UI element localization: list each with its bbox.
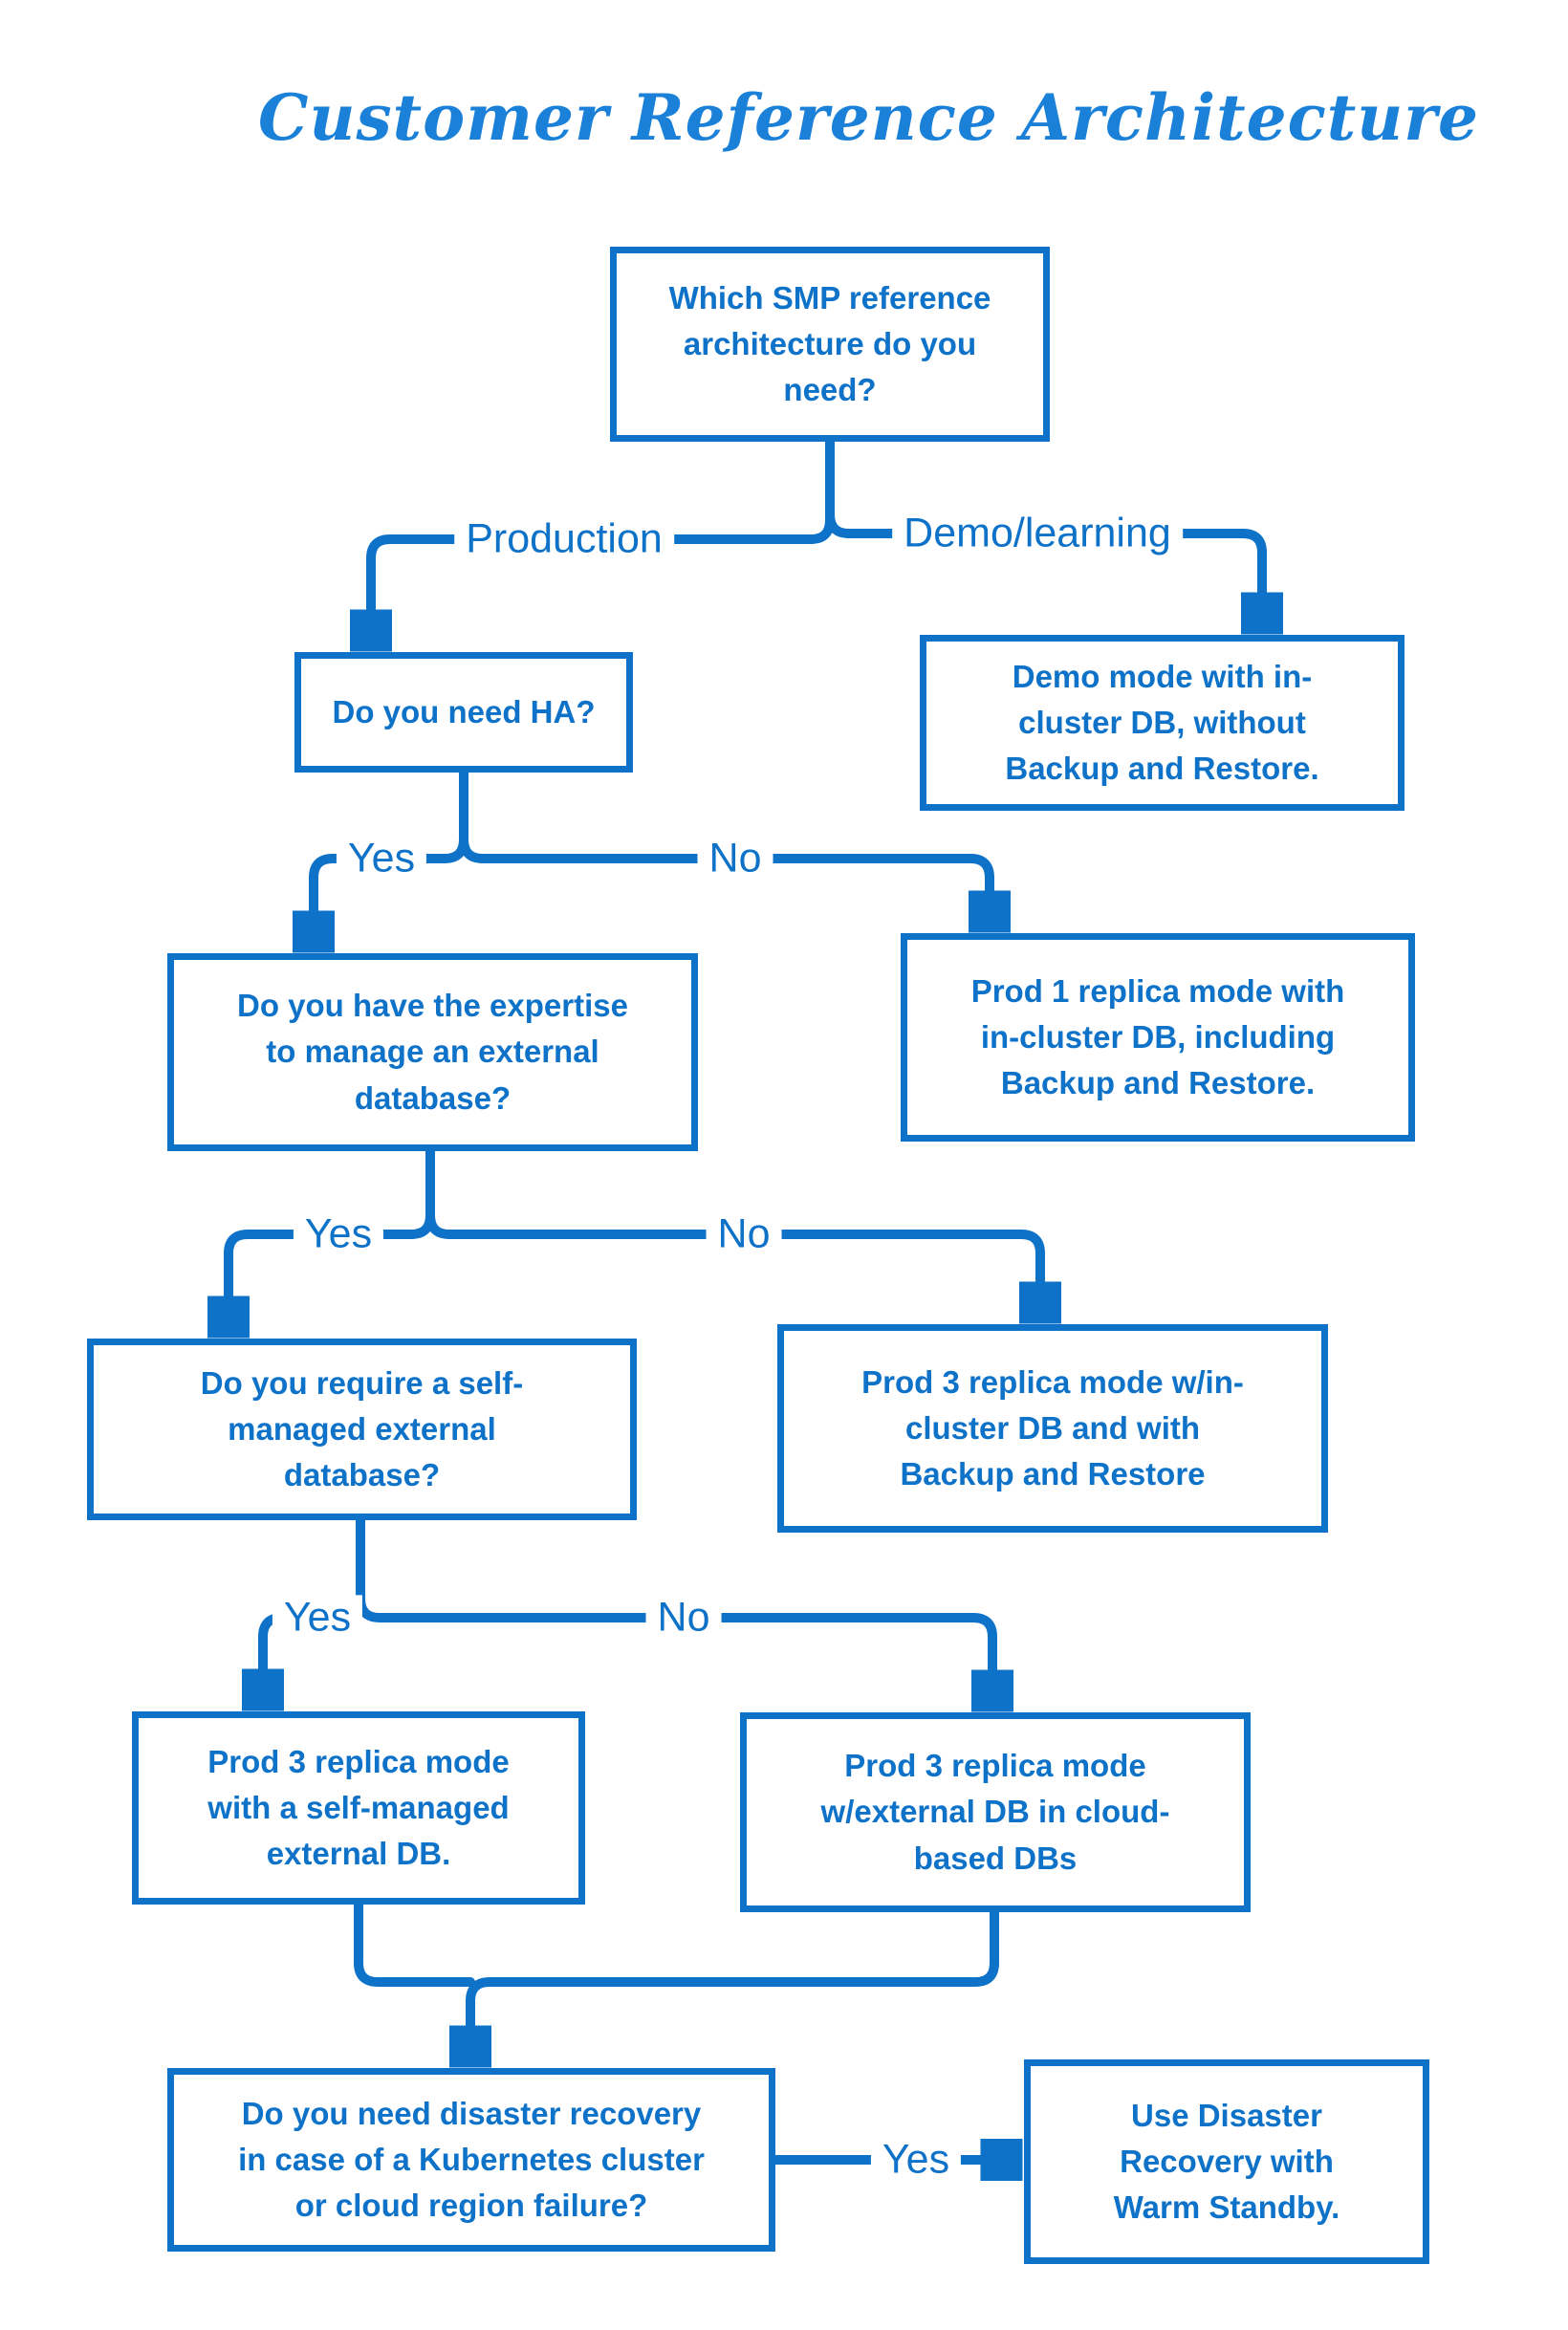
node-result-prod3-self-managed: Prod 3 replica mode with a self-managed … [132,1711,585,1905]
connector-merge-left [354,1900,475,1987]
edge-label-dr-yes: Yes [870,2137,962,2183]
node-result-demo-mode: Demo mode with in- cluster DB, without B… [920,635,1405,811]
edge-label-expertise-yes: Yes [293,1211,384,1257]
node-question-disaster-recovery: Do you need disaster recovery in case of… [167,2068,775,2252]
connector-merge-right [470,1907,999,2051]
edge-label-expertise-no: No [706,1211,782,1257]
node-question-expertise: Do you have the expertise to manage an e… [167,953,698,1151]
edge-label-ha-yes: Yes [336,836,427,882]
node-result-warm-standby: Use Disaster Recovery with Warm Standby. [1024,2059,1429,2264]
flowchart-title: Customer Reference Architecture [258,80,1480,155]
node-result-prod3-cloud: Prod 3 replica mode w/external DB in clo… [740,1712,1251,1912]
node-result-prod1-incluster: Prod 1 replica mode with in-cluster DB, … [901,933,1415,1142]
node-question-self-managed: Do you require a self- managed external … [87,1339,637,1520]
node-question-root: Which SMP reference architecture do you … [610,247,1050,442]
edge-label-ha-no: No [697,836,773,882]
edge-label-self-managed-no: No [645,1595,722,1641]
edge-label-production: Production [454,516,674,562]
edge-label-self-managed-yes: Yes [272,1595,363,1641]
edge-label-demo-learning: Demo/learning [892,511,1183,556]
node-question-need-ha: Do you need HA? [294,652,633,773]
node-result-prod3-incluster: Prod 3 replica mode w/in- cluster DB and… [777,1324,1328,1533]
